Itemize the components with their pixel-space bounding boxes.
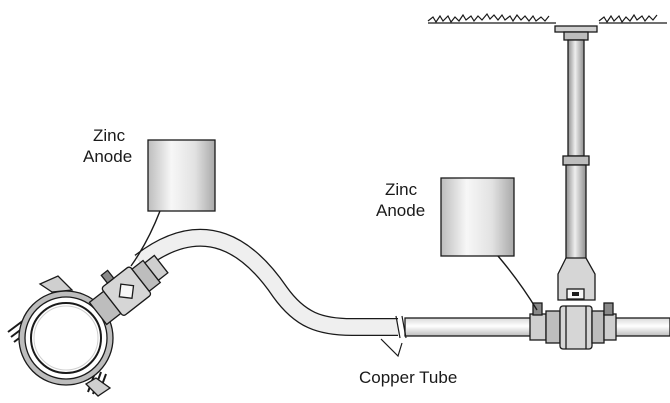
riser-lower-shaft (565, 164, 587, 261)
anode-right-lead-wire (497, 255, 538, 311)
zinc-anode-right (440, 177, 538, 311)
label-anode-right: Anode (376, 201, 426, 220)
riser-coupling (562, 155, 590, 166)
anode-left-lead-wire (130, 210, 161, 267)
copper-tube (134, 228, 670, 339)
riser-upper-shaft (567, 39, 585, 157)
copper-tube-leader (380, 338, 403, 358)
curb-box-riser (554, 25, 598, 301)
corporation-stop (88, 254, 169, 326)
zinc-anode-left (130, 139, 216, 267)
riser-top-cap (554, 25, 598, 33)
riser-top-collar (563, 31, 589, 41)
water-main-saddle (7, 275, 114, 397)
ground-surface (427, 12, 667, 24)
label-copper-tube: Copper Tube (359, 368, 458, 387)
copper-tube-right-run (404, 317, 546, 337)
curb-stop-valve (529, 302, 617, 350)
copper-tube-exit (613, 317, 670, 337)
label-anode-left: Anode (83, 147, 133, 166)
label-zinc-right: Zinc (385, 180, 418, 199)
water-main-inner (30, 302, 102, 374)
label-zinc-left: Zinc (93, 126, 126, 145)
